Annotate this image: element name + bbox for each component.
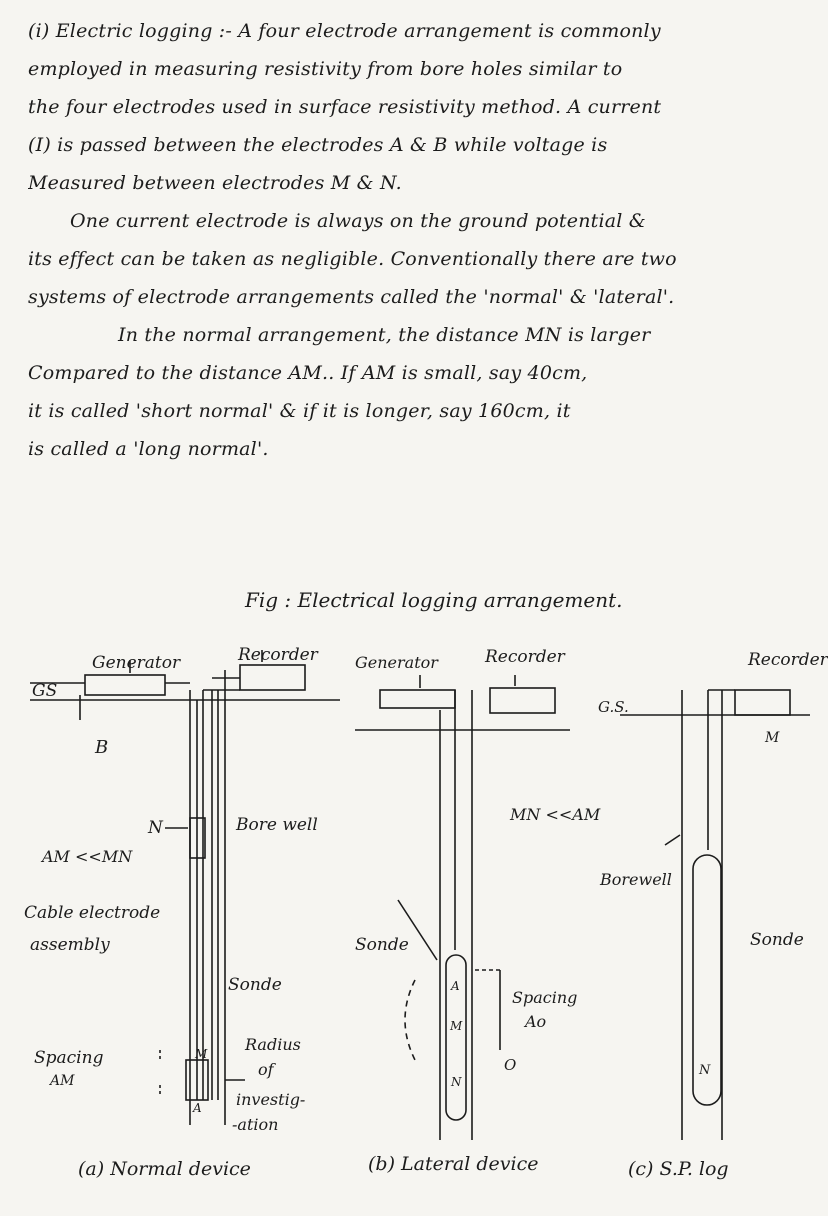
gs-label-a: GS: [32, 681, 57, 701]
sonde-label-a: Sonde: [228, 975, 282, 995]
n-label-b: N: [450, 1075, 462, 1089]
am-label-a: AM: [48, 1073, 75, 1089]
sonde-a: [185, 1059, 209, 1101]
recorder-label-c: Recorder: [747, 650, 828, 670]
text-line-10: Compared to the distance AM.. If AM is s…: [28, 362, 588, 384]
a-label-b: A: [450, 979, 460, 993]
text-line-4: (I) is passed between the electrodes A &…: [28, 134, 608, 156]
m-label-b: M: [449, 1019, 463, 1033]
n-label-c: N: [698, 1063, 711, 1078]
radius-label-3: investig-: [236, 1090, 305, 1109]
figure-caption: Fig : Electrical logging arrangement.: [245, 588, 623, 612]
b-label-a: B: [94, 737, 108, 758]
radius-label-1: Radius: [244, 1035, 301, 1054]
spacing-label-b: Spacing: [512, 988, 577, 1007]
text-line-9: In the normal arrangement, the distance …: [118, 324, 651, 346]
sonde-label-c: Sonde: [750, 930, 804, 950]
am-mn-label-a: AM <<MN: [40, 847, 133, 866]
recorder-box-b: [489, 687, 556, 714]
text-line-12: is called a 'long normal'.: [28, 438, 269, 460]
sonde-c: [692, 854, 722, 1106]
text-line-6: One current electrode is always on the g…: [70, 210, 646, 232]
spacing-label-a: Spacing: [34, 1048, 104, 1068]
normal-device-title: (a) Normal device: [78, 1158, 251, 1180]
text-line-7: its effect can be taken as negligible. C…: [28, 248, 677, 270]
text-line-2: employed in measuring resistivity from b…: [28, 58, 623, 80]
borewell-label-c: Borewell: [599, 870, 672, 889]
sonde-label-b: Sonde: [355, 935, 409, 955]
generator-box-a: [84, 674, 166, 696]
m-label-c: M: [764, 730, 780, 746]
text-line-1: (i) Electric logging :- A four electrode…: [28, 20, 661, 42]
text-line-3: the four electrodes used in surface resi…: [28, 96, 662, 118]
borewell-label-a: Bore well: [235, 815, 318, 835]
a-label-a: A: [192, 1101, 202, 1115]
m-label-a: M: [194, 1047, 208, 1061]
generator-label-b: Generator: [355, 653, 439, 672]
sp-log-title: (c) S.P. log: [628, 1158, 729, 1180]
radius-label-4: -ation: [232, 1115, 278, 1134]
handwritten-text: (i) Electric logging :- A four electrode…: [28, 12, 808, 468]
text-line-8: systems of electrode arrangements called…: [28, 286, 675, 308]
generator-label-a: Generator: [92, 653, 181, 673]
sonde-b: [445, 954, 467, 1121]
o-label-b: O: [504, 1056, 516, 1074]
upper-electrode-a: [189, 817, 206, 859]
lateral-device-title: (b) Lateral device: [368, 1153, 538, 1175]
radius-label-2: of: [258, 1060, 277, 1079]
text-line-5: Measured between electrodes M & N.: [28, 172, 402, 194]
cable-label-a: Cable electrode: [24, 903, 160, 923]
recorder-box-a: [239, 664, 306, 691]
ao-label-b: Ao: [523, 1012, 546, 1031]
text-line-11: it is called 'short normal' & if it is l…: [28, 400, 571, 422]
n-label-a: N: [147, 818, 164, 838]
mn-am-label-b: MN <<AM: [509, 805, 601, 824]
gs-label-c: G.S.: [598, 698, 629, 716]
recorder-label-b: Recorder: [484, 647, 566, 667]
recorder-box-c: [734, 689, 791, 716]
generator-box-b: [379, 689, 456, 709]
recorder-label-a: Recorder: [237, 645, 319, 665]
assembly-label-a: assembly: [30, 935, 110, 955]
